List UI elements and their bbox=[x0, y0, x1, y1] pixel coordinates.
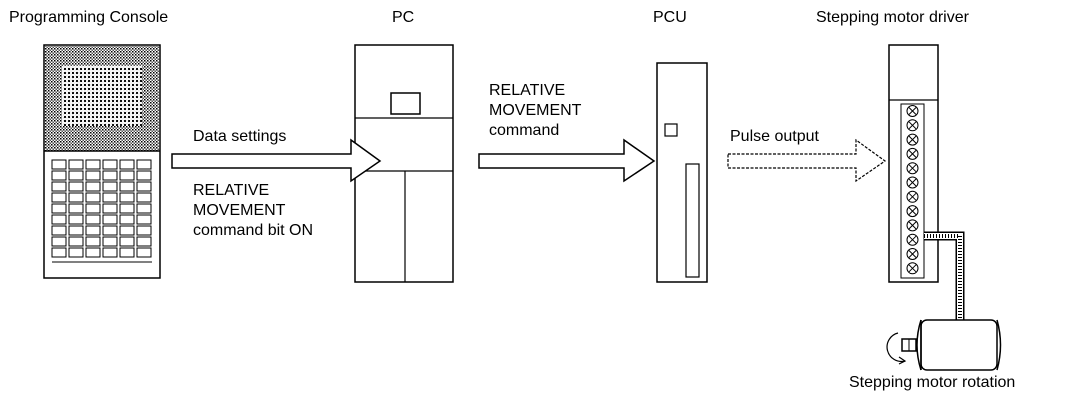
relative-cmd-line-2: MOVEMENT bbox=[489, 102, 582, 119]
keypad-key bbox=[85, 247, 101, 258]
keypad-key bbox=[85, 214, 101, 225]
keypad-key bbox=[68, 159, 84, 170]
programming-console-device bbox=[43, 44, 161, 279]
keypad-key bbox=[85, 203, 101, 214]
keypad-key bbox=[136, 214, 152, 225]
keypad-key bbox=[136, 236, 152, 247]
terminal-screw-slot bbox=[908, 235, 917, 244]
terminal-screw-slot bbox=[908, 264, 917, 273]
keypad-key bbox=[85, 236, 101, 247]
arrow-pulse-output bbox=[727, 138, 887, 183]
keypad-key bbox=[119, 203, 135, 214]
stepping-motor-rotation-label: Stepping motor rotation bbox=[849, 374, 1016, 391]
keypad-key bbox=[68, 236, 84, 247]
pcu-device bbox=[656, 62, 708, 283]
stepping-motor bbox=[886, 319, 1002, 371]
terminal-screw-slot bbox=[908, 207, 917, 215]
arrow-data-settings bbox=[171, 138, 382, 183]
keypad-key bbox=[136, 247, 152, 258]
terminal-screw-slot bbox=[908, 107, 917, 115]
keypad-key bbox=[51, 247, 67, 258]
arrow-relative-movement bbox=[478, 138, 656, 183]
keypad-key bbox=[102, 170, 118, 181]
keypad-key bbox=[119, 170, 135, 181]
keypad-key bbox=[51, 236, 67, 247]
keypad-key bbox=[136, 159, 152, 170]
keypad-key bbox=[102, 203, 118, 214]
keypad-key bbox=[51, 170, 67, 181]
keypad-key bbox=[102, 247, 118, 258]
terminal-screw-slot bbox=[908, 250, 917, 258]
stepping-motor-driver-label: Stepping motor driver bbox=[816, 9, 969, 26]
terminal-screw-slot bbox=[908, 221, 917, 230]
keypad-key bbox=[51, 181, 67, 192]
terminal-screw-slot bbox=[908, 192, 917, 201]
keypad-key bbox=[136, 170, 152, 181]
keypad-key bbox=[119, 225, 135, 236]
terminal-screw-slot bbox=[908, 121, 917, 130]
stepping-motor-driver-device bbox=[888, 44, 939, 283]
keypad-key bbox=[68, 203, 84, 214]
pc-label: PC bbox=[392, 9, 415, 26]
keypad-key bbox=[102, 159, 118, 170]
command-bit-line-2: MOVEMENT bbox=[193, 202, 286, 219]
programming-console-label: Programming Console bbox=[9, 9, 169, 26]
keypad-key bbox=[119, 247, 135, 258]
pcu-label: PCU bbox=[653, 9, 687, 26]
keypad-key bbox=[102, 236, 118, 247]
keypad-key bbox=[119, 236, 135, 247]
keypad-key bbox=[51, 192, 67, 203]
keypad-key bbox=[68, 225, 84, 236]
keypad-key bbox=[119, 214, 135, 225]
keypad-key bbox=[85, 225, 101, 236]
keypad-key bbox=[51, 159, 67, 170]
keypad-key bbox=[51, 225, 67, 236]
keypad-key bbox=[85, 159, 101, 170]
command-bit-label: RELATIVE MOVEMENT command bit ON bbox=[193, 181, 313, 241]
keypad-key bbox=[68, 181, 84, 192]
terminal-screw-slot bbox=[908, 164, 917, 173]
keypad-key bbox=[102, 192, 118, 203]
keypad-key bbox=[136, 225, 152, 236]
keypad-key bbox=[68, 214, 84, 225]
keypad-key bbox=[136, 192, 152, 203]
command-bit-line-1: RELATIVE bbox=[193, 182, 270, 199]
keypad-key bbox=[68, 170, 84, 181]
data-settings-label: Data settings bbox=[193, 128, 287, 145]
keypad-key bbox=[102, 225, 118, 236]
keypad-key bbox=[136, 203, 152, 214]
pulse-output-label: Pulse output bbox=[730, 128, 819, 145]
keypad-key bbox=[119, 159, 135, 170]
keypad-key bbox=[68, 247, 84, 258]
keypad-key bbox=[102, 214, 118, 225]
terminal-screw-slot bbox=[908, 135, 917, 144]
terminal-screw-slot bbox=[908, 150, 917, 158]
motor-cable bbox=[924, 231, 965, 322]
relative-cmd-line-3: command bbox=[489, 122, 560, 139]
keypad-key bbox=[51, 203, 67, 214]
keypad-key bbox=[102, 181, 118, 192]
keypad-key bbox=[119, 181, 135, 192]
keypad-key bbox=[85, 181, 101, 192]
keypad-key bbox=[85, 170, 101, 181]
keypad-key bbox=[51, 214, 67, 225]
command-bit-line-3: command bit ON bbox=[193, 222, 314, 239]
terminal-screw-slot bbox=[908, 178, 917, 187]
keypad-key bbox=[136, 181, 152, 192]
keypad-key bbox=[85, 192, 101, 203]
relative-movement-command-label: RELATIVE MOVEMENT command bbox=[489, 81, 581, 141]
keypad-key bbox=[68, 192, 84, 203]
relative-cmd-line-1: RELATIVE bbox=[489, 82, 566, 99]
keypad-key bbox=[119, 192, 135, 203]
